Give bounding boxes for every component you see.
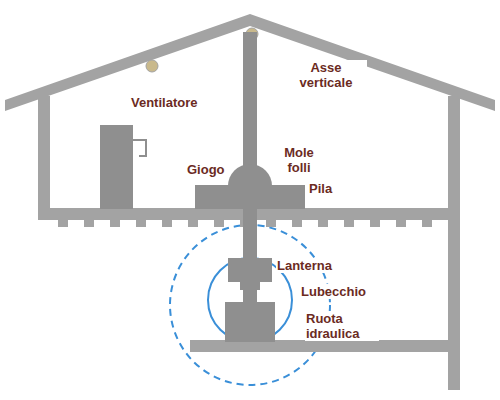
millstone-bed (195, 185, 305, 209)
floor-beam (58, 220, 68, 227)
floor-beam (396, 220, 406, 227)
floor-beam (110, 220, 120, 227)
floor-beam (136, 220, 146, 227)
shaft-joint (240, 282, 260, 290)
part-label: Asse verticale (285, 60, 367, 90)
part-label: Lanterna (276, 258, 333, 273)
floor-beam (422, 220, 432, 227)
floor-beam (214, 220, 224, 227)
building (5, 14, 495, 390)
yoke (228, 164, 272, 186)
floor-beam (344, 220, 354, 227)
lantern-gear (228, 258, 272, 282)
floor-beam (318, 220, 328, 227)
part-label: Mole folli (274, 145, 324, 175)
pit-wheel-hub (243, 290, 257, 300)
fan-handle (133, 140, 146, 156)
part-label: Lubecchio (300, 284, 367, 299)
part-label: Giogo (186, 162, 226, 177)
floor-beam (188, 220, 198, 227)
floor-beam (266, 220, 276, 227)
part-label: Ruota idraulica (305, 311, 379, 341)
floor-beam (84, 220, 94, 227)
floor-beam (162, 220, 172, 227)
part-label: Ventilatore (130, 95, 198, 110)
beam-end (146, 60, 158, 72)
machinery (100, 32, 305, 342)
floor-beam (370, 220, 380, 227)
wheel-hub (225, 302, 275, 342)
left-wall (38, 96, 50, 216)
fan-box (100, 125, 133, 209)
part-label: Pila (308, 181, 333, 196)
floor-beam (292, 220, 302, 227)
